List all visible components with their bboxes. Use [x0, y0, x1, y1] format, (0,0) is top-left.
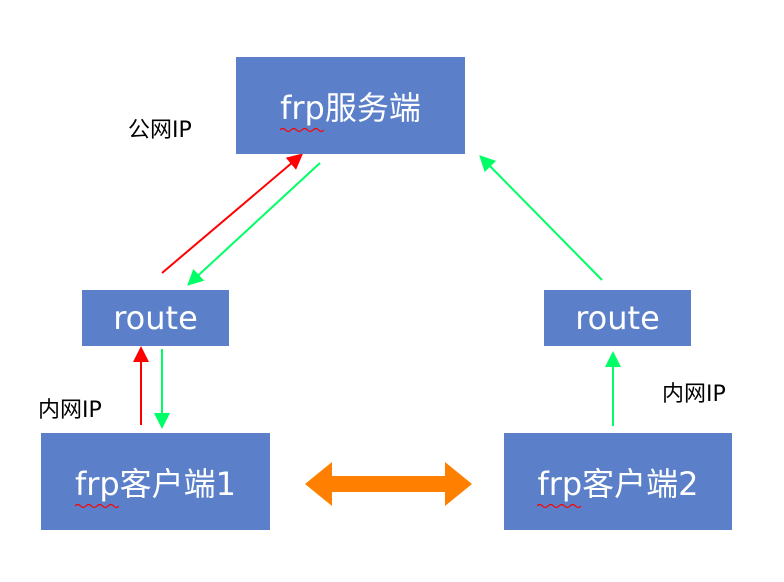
route-left-label: route: [113, 299, 198, 337]
frp-client2-label: frp客户端2: [537, 464, 699, 503]
public-ip-label: 公网IP: [128, 118, 192, 143]
route-left-node: route: [82, 290, 229, 346]
lan-ip-left-label: 内网IP: [38, 398, 102, 423]
arrow-route-right-to-server-green: [479, 155, 603, 281]
route-right-label: route: [575, 299, 660, 337]
frp-client1-node: frp客户端1: [41, 433, 270, 530]
spellcheck-squiggle: [537, 503, 582, 508]
route-right-node: route: [544, 290, 691, 346]
arrow-server-to-route-green: [187, 162, 321, 286]
frp-client1-label: frp客户端1: [74, 464, 237, 503]
p2p-double-arrow: [305, 462, 472, 506]
spellcheck-squiggle: [74, 503, 119, 508]
lan-ip-right-label: 内网IP: [662, 382, 726, 407]
frp-server-node: frp服务端: [236, 57, 465, 154]
frp-server-label: frp服务端: [280, 88, 421, 127]
arrow-route-to-server-red: [161, 153, 304, 274]
spellcheck-squiggle: [280, 127, 325, 132]
frp-client2-node: frp客户端2: [504, 433, 732, 530]
